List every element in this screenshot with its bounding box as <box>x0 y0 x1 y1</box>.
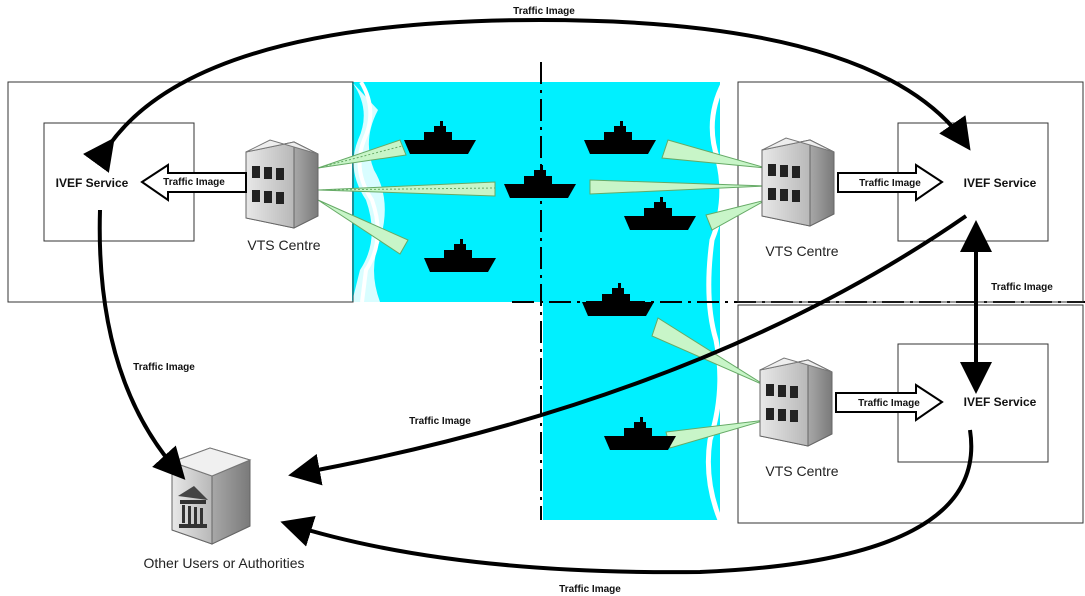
hollow-arrow-right-bottom <box>835 383 944 422</box>
label-traffic-image-left-arrow: Traffic Image <box>163 177 225 188</box>
label-traffic-image-left-down: Traffic Image <box>133 362 195 373</box>
label-ivef-service-right-bottom: IVEF Service <box>964 395 1037 409</box>
label-traffic-image-top: Traffic Image <box>513 6 575 17</box>
label-traffic-image-diagonal: Traffic Image <box>409 416 471 427</box>
label-traffic-image-vertical: Traffic Image <box>991 282 1053 293</box>
label-vts-centre-right-bottom: VTS Centre <box>765 463 838 479</box>
flow-arrows <box>82 17 992 575</box>
label-vts-centre-right-top: VTS Centre <box>765 243 838 259</box>
label-ivef-service-left: IVEF Service <box>56 176 129 190</box>
label-vts-centre-left: VTS Centre <box>247 237 320 253</box>
label-traffic-image-bottom: Traffic Image <box>559 584 621 595</box>
authority-building-icon <box>171 447 251 545</box>
label-traffic-image-right-arrow-top: Traffic Image <box>859 178 921 189</box>
label-other-users: Other Users or Authorities <box>143 555 304 571</box>
label-traffic-image-right-arrow-bottom: Traffic Image <box>858 398 920 409</box>
label-ivef-service-right-top: IVEF Service <box>964 176 1037 190</box>
